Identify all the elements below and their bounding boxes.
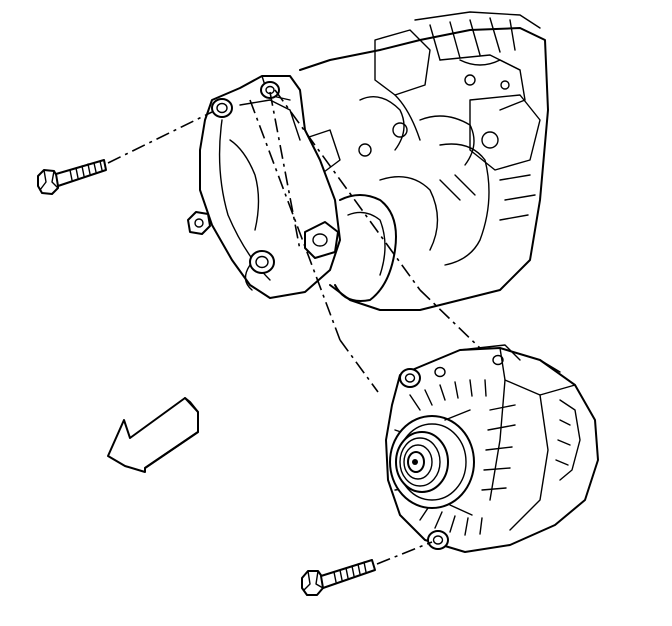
alignment-lines-lower (376, 541, 433, 565)
engine-manifold (299, 11, 549, 311)
alternator-bracket (199, 75, 341, 299)
lower-mounting-bolt (301, 559, 376, 596)
front-direction-arrow-icon (107, 397, 199, 473)
alternator (385, 344, 599, 553)
bracket-stud (187, 211, 211, 235)
alignment-lines-upper (107, 89, 483, 393)
upper-mounting-bolt (37, 159, 107, 195)
